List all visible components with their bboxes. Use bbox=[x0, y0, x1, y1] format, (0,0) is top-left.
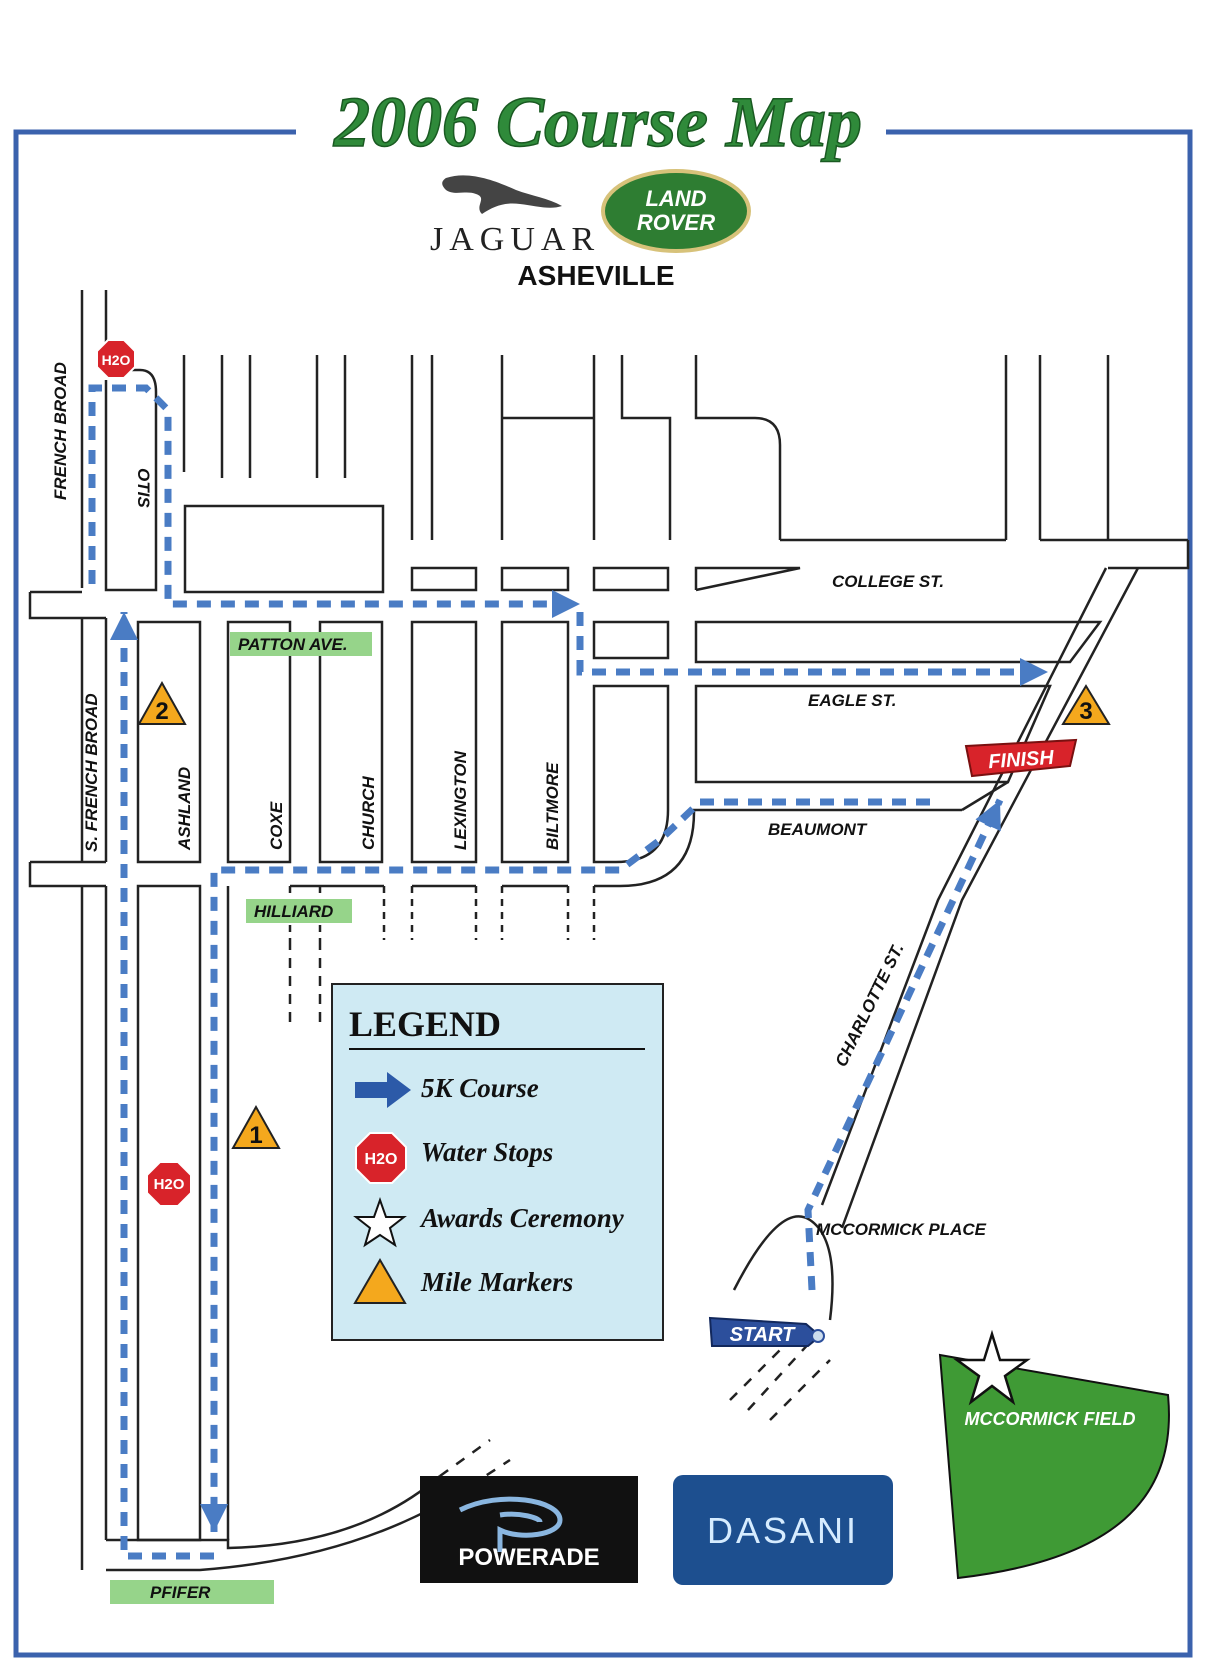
street-label-beaumont: BEAUMONT bbox=[768, 820, 868, 839]
land-rover-badge bbox=[601, 169, 751, 253]
5k-route bbox=[88, 384, 1048, 1560]
hilliard-tag bbox=[246, 899, 352, 923]
start-label: START bbox=[730, 1324, 797, 1346]
street-label-hilliard: HILLIARD bbox=[254, 902, 333, 921]
water-stop-north: H2O bbox=[96, 339, 136, 379]
start-banner: START bbox=[708, 1316, 825, 1347]
arrow-right-icon bbox=[355, 1072, 411, 1108]
legend-item-water-stops: Water Stops bbox=[421, 1137, 554, 1167]
water-stop-label: H2O bbox=[102, 352, 131, 368]
triangle-icon bbox=[137, 680, 187, 725]
jaguar-leaper-icon bbox=[442, 175, 562, 214]
street-label-eagle-st: EAGLE ST. bbox=[808, 691, 896, 710]
stop-sign-icon bbox=[96, 339, 136, 379]
water-stop-south: H2O bbox=[146, 1161, 192, 1207]
street-label-mccormick-place: MCCORMICK PLACE bbox=[816, 1220, 987, 1239]
street-label-college-st: COLLEGE ST. bbox=[832, 572, 944, 591]
legend-divider bbox=[349, 1048, 645, 1050]
asheville-wordmark: ASHEVILLE bbox=[517, 260, 674, 291]
triangle-icon bbox=[1061, 684, 1111, 725]
triangle-icon bbox=[231, 1104, 281, 1149]
route-segment-5 bbox=[804, 798, 1004, 1291]
stop-sign-icon: H2O bbox=[355, 1132, 407, 1184]
powerade-swirl-icon bbox=[458, 1496, 563, 1552]
street-label-otis: OTIS bbox=[134, 468, 153, 508]
land-rover-wordmark-line2: ROVER bbox=[637, 210, 715, 235]
mccormick-field-label: MCCORMICK FIELD bbox=[965, 1409, 1136, 1429]
street-label-pfifer: PFIFER bbox=[150, 1583, 211, 1602]
street-network bbox=[28, 290, 1190, 1572]
star-icon bbox=[953, 1329, 1031, 1406]
street-label-french-broad: FRENCH BROAD bbox=[51, 362, 70, 500]
mccormick-field: MCCORMICK FIELD bbox=[938, 1329, 1170, 1580]
finish-banner: FINISH bbox=[964, 738, 1078, 778]
street-label-church: CHURCH bbox=[359, 776, 378, 850]
street-label-ashland: ASHLAND bbox=[175, 767, 194, 851]
legend: LEGEND 5K Course H2O Water Stops Awards … bbox=[331, 983, 664, 1341]
mile-marker-number: 1 bbox=[249, 1122, 262, 1149]
powerade-logo: POWERADE bbox=[420, 1476, 638, 1583]
dasani-wordmark: DASANI bbox=[707, 1510, 859, 1551]
jaguar-land-rover-logo: JAGUAR LAND ROVER ASHEVILLE bbox=[430, 169, 751, 291]
mile-marker-number: 3 bbox=[1079, 698, 1092, 725]
stop-sign-icon bbox=[146, 1161, 192, 1207]
street-label-charlotte-st: CHARLOTTE ST. bbox=[832, 940, 908, 1069]
street-label-lexington: LEXINGTON bbox=[451, 750, 470, 850]
street-label-patton-ave: PATTON AVE. bbox=[238, 635, 348, 654]
finish-label: FINISH bbox=[988, 747, 1055, 774]
legend-title: LEGEND bbox=[349, 1004, 502, 1044]
dasani-logo: DASANI bbox=[673, 1475, 893, 1585]
route-segment-2 bbox=[110, 612, 214, 1560]
street-label-biltmore: BILTMORE bbox=[543, 762, 562, 850]
street-label-coxe: COXE bbox=[267, 801, 286, 850]
pfifer-tag bbox=[110, 1580, 274, 1604]
street-label-s-french-broad: S. FRENCH BROAD bbox=[82, 693, 101, 852]
powerade-wordmark: POWERADE bbox=[458, 1544, 599, 1571]
mile-marker-2: 2 bbox=[137, 680, 187, 725]
mile-marker-1: 1 bbox=[231, 1104, 281, 1149]
triangle-icon bbox=[353, 1258, 407, 1304]
route-segment-1 bbox=[200, 798, 930, 1532]
patton-ave-tag bbox=[230, 632, 372, 656]
water-stop-label: H2O bbox=[154, 1176, 185, 1193]
start-point-icon bbox=[811, 1329, 825, 1343]
land-rover-wordmark-line1: LAND bbox=[645, 186, 706, 211]
page-title: 2006 Course Map bbox=[333, 82, 862, 162]
ballfield-shape bbox=[938, 1353, 1170, 1580]
legend-item-5k-course: 5K Course bbox=[421, 1073, 539, 1103]
mile-marker-3: 3 bbox=[1061, 684, 1111, 725]
route-segment-3 bbox=[88, 384, 580, 618]
water-stop-legend-text: H2O bbox=[365, 1151, 398, 1168]
map-border bbox=[13, 129, 1193, 1658]
route-segment-4 bbox=[576, 612, 1048, 686]
legend-item-mile-markers: Mile Markers bbox=[421, 1267, 574, 1297]
mile-marker-number: 2 bbox=[155, 698, 168, 725]
star-icon bbox=[353, 1197, 407, 1248]
jaguar-wordmark: JAGUAR bbox=[430, 221, 600, 258]
legend-item-awards-ceremony: Awards Ceremony bbox=[421, 1203, 624, 1233]
